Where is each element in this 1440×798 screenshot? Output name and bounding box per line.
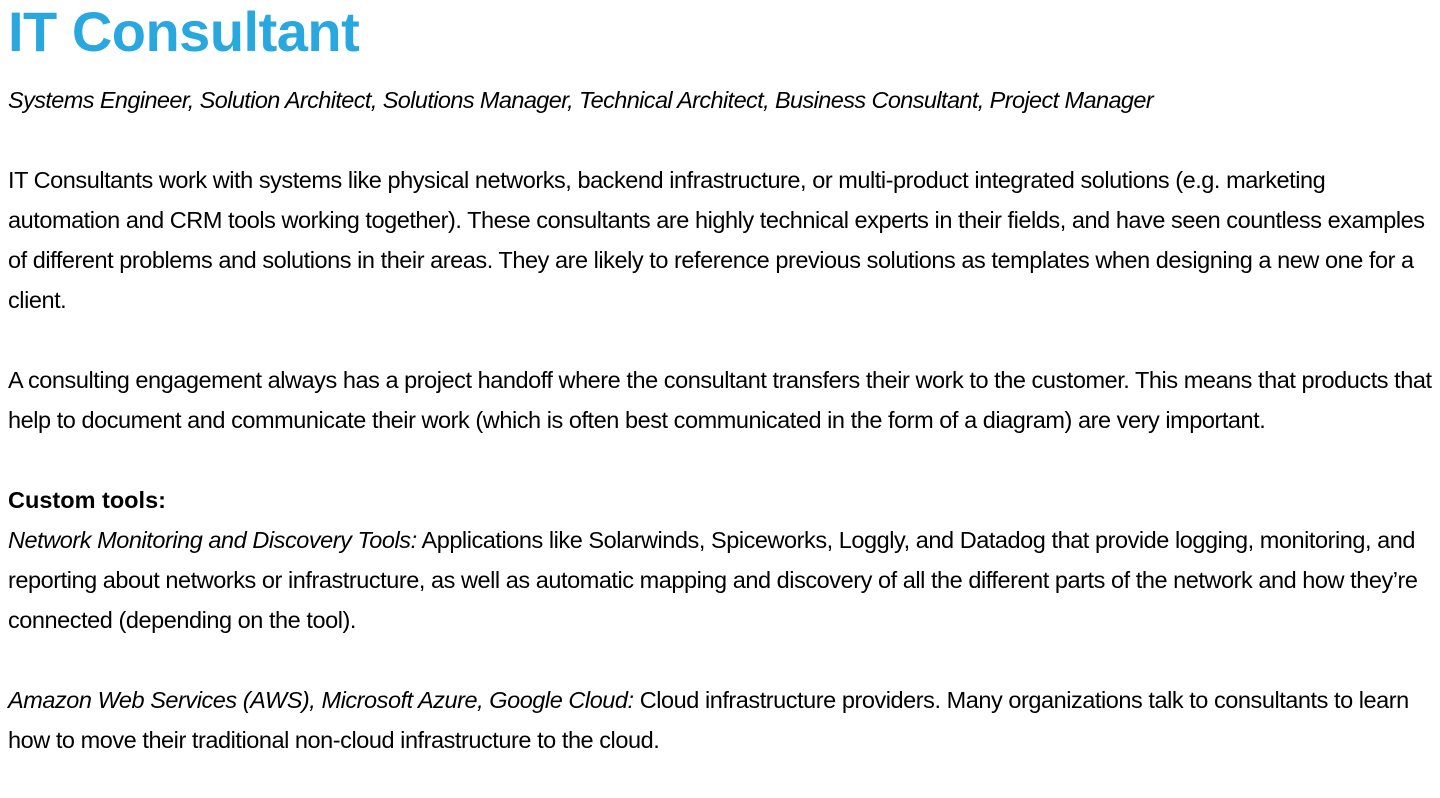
spacer <box>8 120 1436 160</box>
handoff-paragraph: A consulting engagement always has a pro… <box>8 367 1432 433</box>
page-title: IT Consultant <box>8 0 360 63</box>
intro-paragraph: IT Consultants work with systems like ph… <box>8 167 1425 313</box>
spacer <box>8 440 1436 480</box>
spacer <box>8 320 1436 360</box>
tool-description: Cloud infrastructure providers. Many org… <box>8 687 1409 753</box>
tool-item-network-monitoring: Network Monitoring and Discovery Tools: … <box>8 520 1436 640</box>
spacer <box>8 640 1436 680</box>
tool-term: Amazon Web Services (AWS), Microsoft Azu… <box>8 687 634 713</box>
document-page: IT Consultant Systems Engineer, Solution… <box>8 0 1436 760</box>
tool-term: Network Monitoring and Discovery Tools: <box>8 527 417 553</box>
tool-item-cloud-providers: Amazon Web Services (AWS), Microsoft Azu… <box>8 680 1436 760</box>
custom-tools-heading: Custom tools: <box>8 487 166 513</box>
role-titles-subtitle: Systems Engineer, Solution Architect, So… <box>8 87 1154 113</box>
tool-description: Applications like Solarwinds, Spiceworks… <box>8 527 1418 633</box>
